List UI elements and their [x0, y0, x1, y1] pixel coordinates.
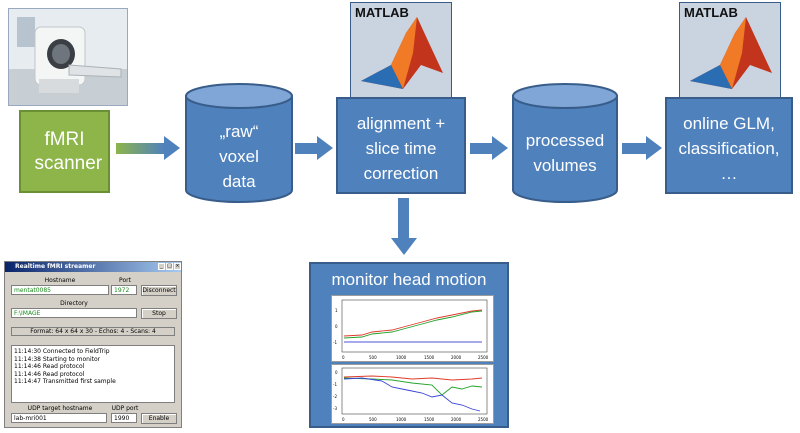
arrow-align-to-monitor: [391, 198, 417, 255]
cylinder-raw-data: [185, 83, 293, 203]
log-line: 11:14:38 Starting to monitor: [14, 355, 101, 363]
raw-line-2: voxel: [219, 147, 259, 166]
log-line: 11:14:46 Read protocol: [14, 370, 85, 378]
cylinder-processed-volumes: [512, 83, 618, 203]
tick-x-1500: 1500: [424, 417, 435, 422]
tick-y-minus3: -3: [333, 406, 337, 411]
series-green: [343, 377, 483, 396]
tick-x-2000: 2000: [451, 417, 462, 422]
node-fmri-scanner: fMRI scanner: [19, 110, 110, 193]
series-blue: [343, 377, 481, 412]
tick-y-0: 0: [335, 324, 338, 329]
matlab-logo: MATLAB: [679, 2, 781, 100]
log-line: 11:14:30 Connected to FieldTrip: [14, 348, 110, 355]
streamer-titlebar[interactable]: Realtime fMRI streamer: [5, 262, 181, 272]
tick-y-0: 0: [335, 370, 338, 375]
tick-y-1: 1: [335, 308, 338, 313]
disconnect-button[interactable]: Disconnect: [141, 285, 177, 296]
tick-x-0: 0: [342, 417, 345, 422]
arrow-processed-to-glm: [622, 136, 662, 160]
align-line-2: slice time: [365, 139, 437, 158]
glm-line-1: online GLM,: [683, 114, 775, 133]
hostname-field[interactable]: mentat0085: [11, 285, 109, 295]
log-list[interactable]: 11:14:30 Connected to FieldTrip 11:14:38…: [11, 345, 175, 403]
arrow-raw-to-align: [295, 136, 333, 160]
directory-field[interactable]: F:\IMAGE: [11, 308, 137, 318]
series-green: [343, 310, 483, 339]
udp-port-label: UDP port: [111, 405, 139, 412]
port-label: Port: [119, 277, 131, 284]
stop-button[interactable]: Stop: [141, 308, 177, 319]
align-line-1: alignment +: [356, 114, 446, 133]
processed-line-2: volumes: [533, 156, 597, 175]
port-field[interactable]: 1972: [111, 285, 137, 295]
raw-line-3: data: [222, 172, 256, 191]
enable-button[interactable]: Enable: [141, 413, 177, 424]
tick-y-minus1: -1: [333, 340, 337, 345]
tick-x-500: 500: [369, 417, 377, 422]
matlab-logo-text: MATLAB: [355, 5, 409, 20]
format-status: Format: 64 x 64 x 30 - Echos: 4 - Scans:…: [11, 327, 175, 336]
tick-x-1500: 1500: [424, 355, 435, 360]
tick-y-minus2: -2: [333, 394, 337, 399]
node-alignment: alignment + slice time correction: [336, 97, 466, 194]
tick-y-minus1: -1: [333, 382, 337, 387]
tick-x-2000: 2000: [451, 355, 462, 360]
directory-label: Directory: [60, 300, 88, 307]
udp-port-field[interactable]: 1990: [111, 413, 137, 423]
log-line: 11:14:47 Transmitted first sample: [14, 378, 116, 385]
tick-x-1000: 1000: [396, 355, 407, 360]
node-online-glm: online GLM, classification, …: [665, 97, 793, 194]
minimize-button[interactable]: _: [158, 263, 165, 270]
matlab-logo: MATLAB: [350, 2, 452, 100]
align-line-3: correction: [363, 164, 439, 183]
motion-plot-translation: 0 500 1000 1500 2000 2500 1 0 -1: [331, 295, 494, 362]
glm-line-2: classification,: [678, 139, 780, 158]
node-raw-voxel-data: „raw“ voxel data: [186, 119, 292, 194]
hostname-label: Hostname: [44, 277, 76, 284]
close-button[interactable]: ×: [174, 263, 181, 270]
tick-x-2500: 2500: [478, 355, 489, 360]
processed-line-1: processed: [525, 131, 605, 150]
streamer-title: Realtime fMRI streamer: [15, 263, 96, 270]
series-red: [343, 375, 483, 381]
glm-line-3: …: [720, 164, 738, 183]
udp-host-label: UDP target hostname: [27, 405, 93, 412]
monitor-title: monitor head motion: [331, 270, 487, 289]
tick-x-1000: 1000: [396, 417, 407, 422]
streamer-window: Realtime fMRI streamer _ □ × Hostname Po…: [4, 261, 182, 428]
series-red: [343, 309, 483, 337]
log-line: 11:14:46 Read protocol: [14, 363, 85, 370]
node-processed-volumes: processed volumes: [513, 128, 617, 178]
tick-x-0: 0: [342, 355, 345, 360]
fmri-scanner-label: fMRI scanner: [34, 128, 103, 174]
node-monitor-head-motion: monitor head motion 0 500 1000 1500 2000…: [309, 262, 509, 428]
maximize-button[interactable]: □: [166, 263, 173, 270]
arrow-align-to-processed: [470, 136, 508, 160]
matlab-logo-text: MATLAB: [684, 5, 738, 20]
raw-line-1: „raw“: [219, 122, 259, 141]
motion-plot-rotation: 0 500 1000 1500 2000 2500 0 -1 -2 -3: [331, 364, 494, 424]
arrow-scanner-to-raw: [116, 136, 180, 160]
udp-host-field[interactable]: lab-mri001: [11, 413, 107, 423]
tick-x-500: 500: [369, 355, 377, 360]
mri-scanner-photo: [8, 8, 128, 106]
tick-x-2500: 2500: [478, 417, 489, 422]
